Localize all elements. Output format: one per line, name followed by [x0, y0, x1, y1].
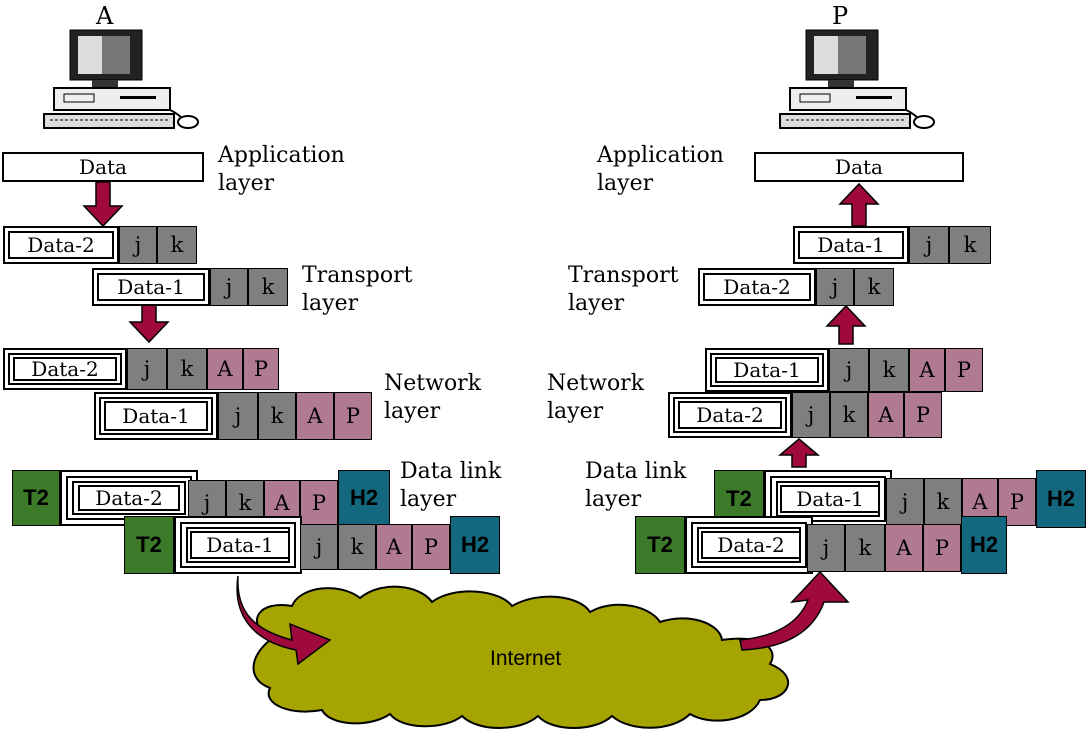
- header-j: j: [886, 478, 924, 526]
- header-j: j: [119, 226, 157, 264]
- sender-frame-1: T2 Data-1 j k A P H2: [124, 516, 500, 574]
- header-p: P: [904, 392, 942, 438]
- receiver-network-packet-2: Data-2 j k A P: [668, 392, 942, 438]
- computer-icon: [43, 29, 199, 129]
- payload-label: Data-1: [97, 273, 205, 301]
- receiver-frame-2: T2 Data-2 j k A P H2: [635, 516, 1007, 574]
- header-a: A: [207, 348, 243, 390]
- down-arrow-icon: [128, 301, 170, 344]
- right-up-arrows: [777, 182, 880, 468]
- payload-label: Data-2: [678, 401, 782, 429]
- payload-label: Data-2: [703, 273, 811, 301]
- header-p: P: [300, 480, 338, 526]
- header-j: j: [909, 226, 949, 264]
- header-k: k: [167, 348, 207, 390]
- internet-cloud: [252, 585, 790, 729]
- header-j: j: [127, 348, 167, 390]
- payload-label: Data-2: [8, 231, 114, 259]
- receiver-network-packet-1: Data-1 j k A P: [705, 348, 983, 392]
- receiver-application-data: Data: [754, 152, 964, 182]
- sender-transport-segment-2: Data-2 j k: [3, 226, 197, 264]
- sender-network-packet-2: Data-2 j k A P: [3, 348, 279, 390]
- header-k: k: [338, 524, 376, 570]
- sender-application-data: Data: [2, 152, 204, 182]
- down-arrow-icon: [82, 181, 124, 228]
- header-j: j: [792, 392, 830, 438]
- sender-transport-segment-1: Data-1 j k: [92, 268, 288, 306]
- header-p: P: [412, 524, 450, 570]
- header-k: k: [845, 524, 885, 572]
- header-h2: H2: [450, 516, 500, 574]
- header-k: k: [258, 392, 296, 440]
- payload-label: Data-2: [13, 357, 117, 381]
- payload-label: Data-2: [78, 485, 180, 511]
- payload-label: Data-1: [715, 357, 819, 383]
- trailer-t2: T2: [124, 516, 174, 574]
- header-k: k: [248, 268, 288, 306]
- payload-label: Data-1: [104, 401, 208, 431]
- header-a: A: [868, 392, 904, 438]
- header-h2: H2: [1036, 470, 1086, 528]
- left-down-arrows: [82, 181, 170, 344]
- sender-host-label: A: [96, 2, 114, 30]
- payload-label: Data-1: [798, 231, 904, 259]
- header-a: A: [376, 524, 412, 570]
- header-j: j: [210, 268, 248, 306]
- trailer-t2: T2: [635, 516, 685, 574]
- to-internet-arrow: [236, 575, 332, 666]
- header-h2: H2: [961, 516, 1007, 574]
- header-a: A: [885, 524, 923, 572]
- header-p: P: [243, 348, 279, 390]
- header-k: k: [949, 226, 991, 264]
- from-internet-arrow: [739, 570, 850, 651]
- receiver-transport-segment-1: Data-1 j k: [793, 226, 991, 264]
- header-j: j: [829, 348, 869, 392]
- header-j: j: [807, 524, 845, 572]
- receiver-transport-segment-2: Data-2 j k: [698, 268, 894, 306]
- internet-label: Internet: [490, 647, 562, 670]
- up-arrow-icon: [777, 438, 821, 468]
- header-k: k: [830, 392, 868, 438]
- header-j: j: [218, 392, 258, 440]
- header-p: P: [945, 348, 983, 392]
- trailer-t2: T2: [12, 470, 60, 526]
- up-arrow-icon: [825, 304, 867, 345]
- computer-icon: [779, 29, 935, 129]
- header-j: j: [816, 268, 854, 306]
- header-k: k: [157, 226, 197, 264]
- receiver-host-label: P: [832, 2, 849, 30]
- header-k: k: [869, 348, 909, 392]
- header-k: k: [924, 478, 962, 526]
- header-p: P: [923, 524, 961, 572]
- payload-label: Data-2: [701, 531, 801, 559]
- header-h2: H2: [338, 470, 390, 526]
- payload-label: Data-1: [780, 485, 880, 513]
- payload-label: Data-1: [190, 531, 290, 559]
- header-k: k: [854, 268, 894, 306]
- header-a: A: [909, 348, 945, 392]
- header-a: A: [296, 392, 334, 440]
- header-j: j: [300, 524, 338, 570]
- sender-network-packet-1: Data-1 j k A P: [94, 392, 372, 440]
- up-arrow-icon: [838, 182, 880, 227]
- header-p: P: [334, 392, 372, 440]
